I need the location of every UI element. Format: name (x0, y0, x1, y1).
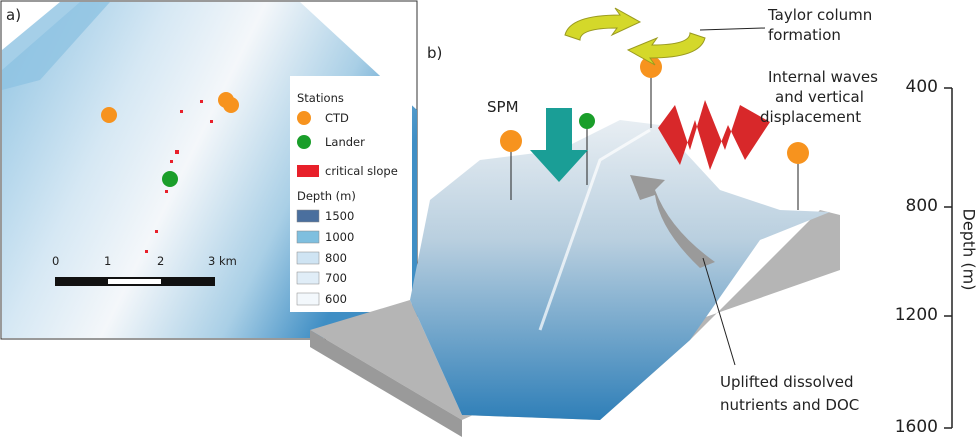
depth-tick-800: 800 (905, 196, 938, 216)
ctd-marker (500, 130, 522, 152)
waves-label-1: Internal waves (768, 68, 878, 86)
legend-depth-1500: 1500 (325, 209, 355, 223)
legend-stations-title: Stations (297, 91, 344, 105)
waves-label-3: displacement (760, 108, 862, 126)
depth-tick-400: 400 (905, 77, 938, 97)
spm-label: SPM (487, 98, 519, 116)
uplift-label-2: nutrients and DOC (720, 396, 860, 414)
spm-arrow (530, 108, 588, 182)
map-panel (0, 0, 418, 340)
panel-a-label: a) (6, 6, 22, 24)
legend-depth-800: 800 (325, 251, 347, 265)
lander-marker (579, 113, 595, 129)
taylor-label-2: formation (768, 26, 841, 44)
uplift-arrow (630, 175, 715, 268)
depth-axis-title: Depth (m) (959, 208, 979, 291)
ctd-station (223, 97, 239, 113)
legend-depth-1000: 1000 (325, 230, 355, 244)
scale-tick: 3 km (208, 254, 237, 268)
scale-tick: 2 (157, 254, 165, 268)
legend-ctd: CTD (325, 111, 349, 125)
waves-label-2: and vertical (775, 88, 864, 106)
critical-slope-marks (145, 100, 213, 253)
legend-depth-title: Depth (m) (297, 189, 356, 203)
scale-tick: 0 (52, 254, 60, 268)
uplift-label-1: Uplifted dissolved (720, 373, 854, 391)
scale-bar (55, 277, 215, 286)
depth-axis (944, 87, 953, 429)
ctd-marker (640, 56, 662, 78)
legend-depth-700: 700 (325, 271, 347, 285)
internal-waves-arrow (658, 100, 770, 170)
legend-depth-600: 600 (325, 292, 347, 306)
lander-station (162, 171, 178, 187)
legend-critical-slope: critical slope (325, 164, 398, 178)
legend-lander: Lander (325, 135, 365, 149)
block-front (310, 330, 462, 437)
depth-tick-1200: 1200 (894, 305, 938, 325)
block-diagram (310, 7, 953, 437)
ctd-marker (787, 142, 809, 164)
panel-b-label: b) (427, 44, 443, 62)
depth-tick-1600: 1600 (894, 417, 938, 437)
scale-tick: 1 (104, 254, 112, 268)
taylor-column-arrows (564, 7, 706, 66)
taylor-label-1: Taylor column (768, 6, 873, 24)
ctd-station (101, 107, 117, 123)
seamount-terrain (410, 120, 830, 420)
